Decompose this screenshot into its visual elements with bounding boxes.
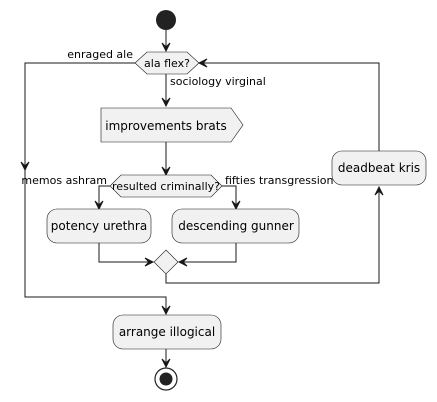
arrowhead — [177, 257, 188, 267]
branch-condition-text: resulted criminally? — [112, 180, 220, 193]
loop-continue-label: sociology virginal — [170, 75, 266, 88]
branch-left-label: memos ashram — [21, 174, 107, 187]
right-action-text: descending gunner — [178, 219, 294, 233]
edge-loop-exit — [24, 62, 167, 311]
arrowhead — [161, 42, 171, 53]
start-node — [156, 10, 176, 30]
edge-branch-right — [222, 185, 237, 206]
left-action-text: potency urethra — [51, 219, 147, 233]
loopback-action-text: deadbeat kris — [338, 161, 420, 175]
arrowhead — [197, 58, 208, 68]
branch-right-label: fifties transgression — [225, 174, 334, 187]
improvements-action-text: improvements brats — [105, 119, 226, 133]
loop-condition-text: ala flex? — [144, 57, 190, 70]
arrowhead — [161, 166, 171, 177]
edge-branch-left — [98, 185, 110, 206]
end-node-inner — [159, 372, 173, 386]
final-action-node — [112, 314, 222, 350]
arrowhead — [161, 305, 171, 316]
edge-left-to-merge — [98, 243, 150, 263]
improvements-action-node — [100, 107, 244, 143]
merge-node — [153, 249, 179, 275]
arrowhead — [161, 97, 171, 108]
arrowhead — [144, 257, 155, 267]
arrowhead — [161, 358, 171, 369]
arrowhead — [20, 161, 30, 172]
edge-loopback-to-condition — [199, 62, 380, 151]
final-action-text: arrange illogical — [119, 325, 215, 339]
edge-merge-to-loopback — [165, 190, 380, 284]
arrowhead — [374, 185, 384, 196]
arrowhead — [231, 200, 241, 211]
arrowhead — [94, 200, 104, 211]
edge-right-to-merge — [182, 243, 237, 263]
loop-exit-label: enraged ale — [67, 48, 133, 61]
